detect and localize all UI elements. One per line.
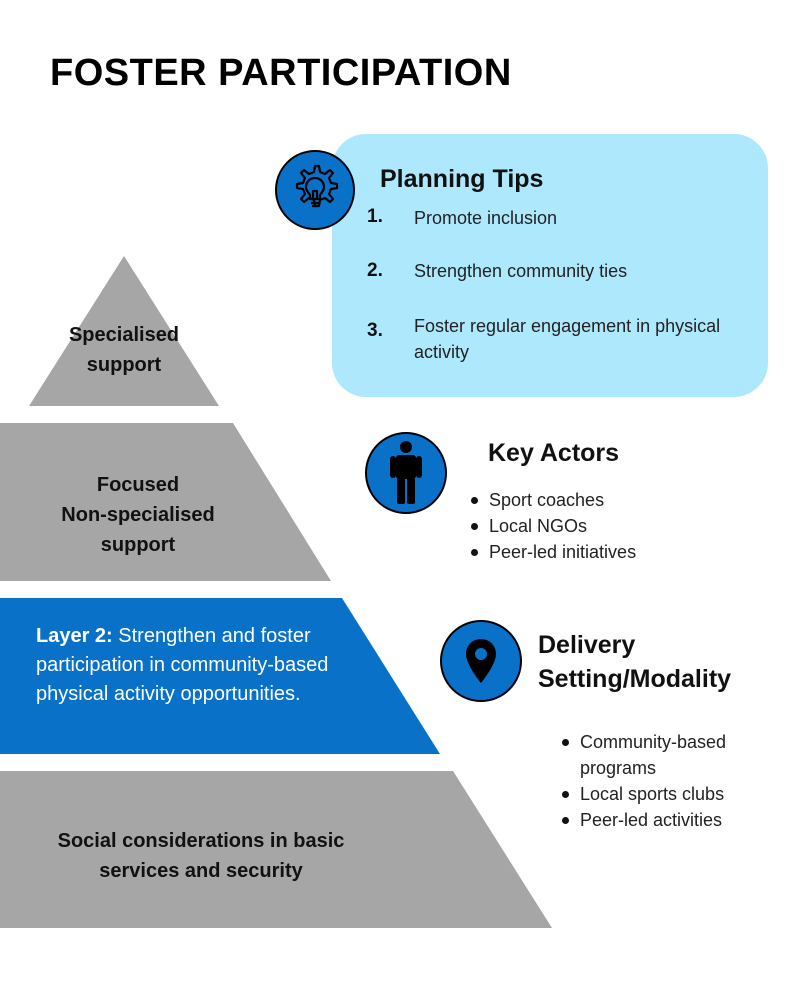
tip-text: Foster regular engagement in physical ac… bbox=[414, 316, 721, 362]
gear-lightbulb-icon bbox=[275, 150, 355, 230]
pyramid-layer-4 bbox=[29, 256, 219, 406]
page-title: FOSTER PARTICIPATION bbox=[50, 52, 512, 94]
layer3-line: support bbox=[100, 534, 176, 556]
pyramid-layer-3 bbox=[0, 423, 331, 581]
location-pin-icon bbox=[440, 620, 522, 702]
list-item: Local NGOs bbox=[469, 513, 769, 539]
layer4-label: Specialised support bbox=[44, 320, 204, 380]
pyramid-layer-1 bbox=[0, 771, 552, 928]
tip-number: 3. bbox=[367, 320, 383, 341]
layer4-line: Specialised bbox=[68, 324, 180, 346]
layer2-bold-label: Layer 2: bbox=[36, 625, 113, 647]
planning-tips-box bbox=[332, 134, 768, 397]
pyramid-layer-2 bbox=[0, 598, 440, 754]
layer2-label: Layer 2: Strengthen and foster participa… bbox=[36, 622, 356, 709]
person-icon bbox=[365, 432, 447, 514]
delivery-heading-line: Setting/Modality bbox=[538, 665, 732, 693]
layer3-label: Focused Non-specialised support bbox=[20, 470, 256, 560]
delivery-list: Community-based programs Local sports cl… bbox=[560, 729, 760, 833]
key-actors-list: Sport coaches Local NGOs Peer-led initia… bbox=[469, 487, 769, 565]
list-item: Peer-led initiatives bbox=[469, 539, 769, 565]
delivery-heading-line: Delivery bbox=[538, 631, 636, 659]
planning-tips-heading: Planning Tips bbox=[380, 165, 544, 193]
layer3-line: Focused bbox=[96, 474, 180, 496]
key-actors-heading: Key Actors bbox=[488, 439, 620, 467]
delivery-heading: Delivery Setting/Modality bbox=[538, 628, 731, 696]
layer1-line: Social considerations in basic bbox=[57, 830, 345, 852]
list-item: Peer-led activities bbox=[560, 807, 760, 833]
layer2-description: Strengthen and foster participation in c… bbox=[36, 625, 329, 705]
layer1-label: Social considerations in basic services … bbox=[20, 826, 382, 886]
layer4-line: support bbox=[86, 354, 162, 376]
list-item: Community-based programs bbox=[560, 729, 760, 781]
tip-text: Strengthen community ties bbox=[414, 261, 628, 281]
list-item: Sport coaches bbox=[469, 487, 769, 513]
tip-number: 1. bbox=[367, 206, 383, 227]
tip-text: Promote inclusion bbox=[414, 208, 558, 228]
tip-number: 2. bbox=[367, 260, 383, 281]
list-item: Local sports clubs bbox=[560, 781, 760, 807]
layer3-line: Non-specialised bbox=[61, 504, 215, 526]
layer1-line: services and security bbox=[99, 860, 303, 882]
